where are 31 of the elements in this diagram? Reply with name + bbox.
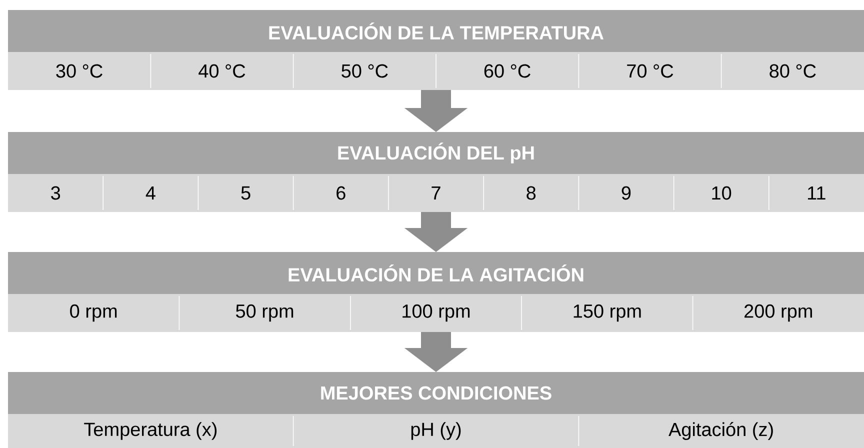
value-text: 150 rpm [574, 304, 641, 322]
value-row [8, 294, 864, 332]
value-text: Agitación (z) [668, 422, 773, 440]
value-text: 11 [808, 186, 826, 200]
value-text: pH (y) [411, 422, 461, 440]
value-row [8, 414, 864, 448]
value-row [8, 52, 864, 90]
value-text: 200 rpm [744, 304, 812, 322]
value-text: 7 [432, 186, 440, 200]
value-text: 3 [51, 186, 60, 200]
header-band: MEJORES CONDICIONES [8, 372, 864, 414]
header-band: EVALUACIÓN DE LA TEMPERATURA [8, 10, 864, 52]
header-band: EVALUACIÓN DEL pH [8, 132, 864, 174]
value-text: 100 rpm [402, 304, 470, 322]
value-text: 70 °C [627, 64, 674, 78]
value-text: 30 °C [56, 64, 102, 78]
value-text: 80 °C [770, 64, 816, 78]
value-text: 0 rpm [70, 304, 117, 322]
value-text: Temperatura (x) [84, 422, 217, 440]
value-text: 9 [622, 186, 631, 200]
value-text: 50 °C [342, 64, 388, 78]
header-band: EVALUACIÓN DE LA AGITACIÓN [8, 252, 864, 294]
value-text: 60 °C [484, 64, 530, 78]
value-text: 8 [526, 186, 536, 200]
value-text: 4 [146, 186, 156, 200]
value-text: 5 [241, 186, 250, 200]
value-text: 10 [712, 186, 732, 200]
value-row [8, 174, 864, 212]
value-text: 6 [336, 186, 346, 200]
value-text: 50 rpm [236, 304, 294, 322]
value-text: 40 °C [198, 64, 246, 78]
